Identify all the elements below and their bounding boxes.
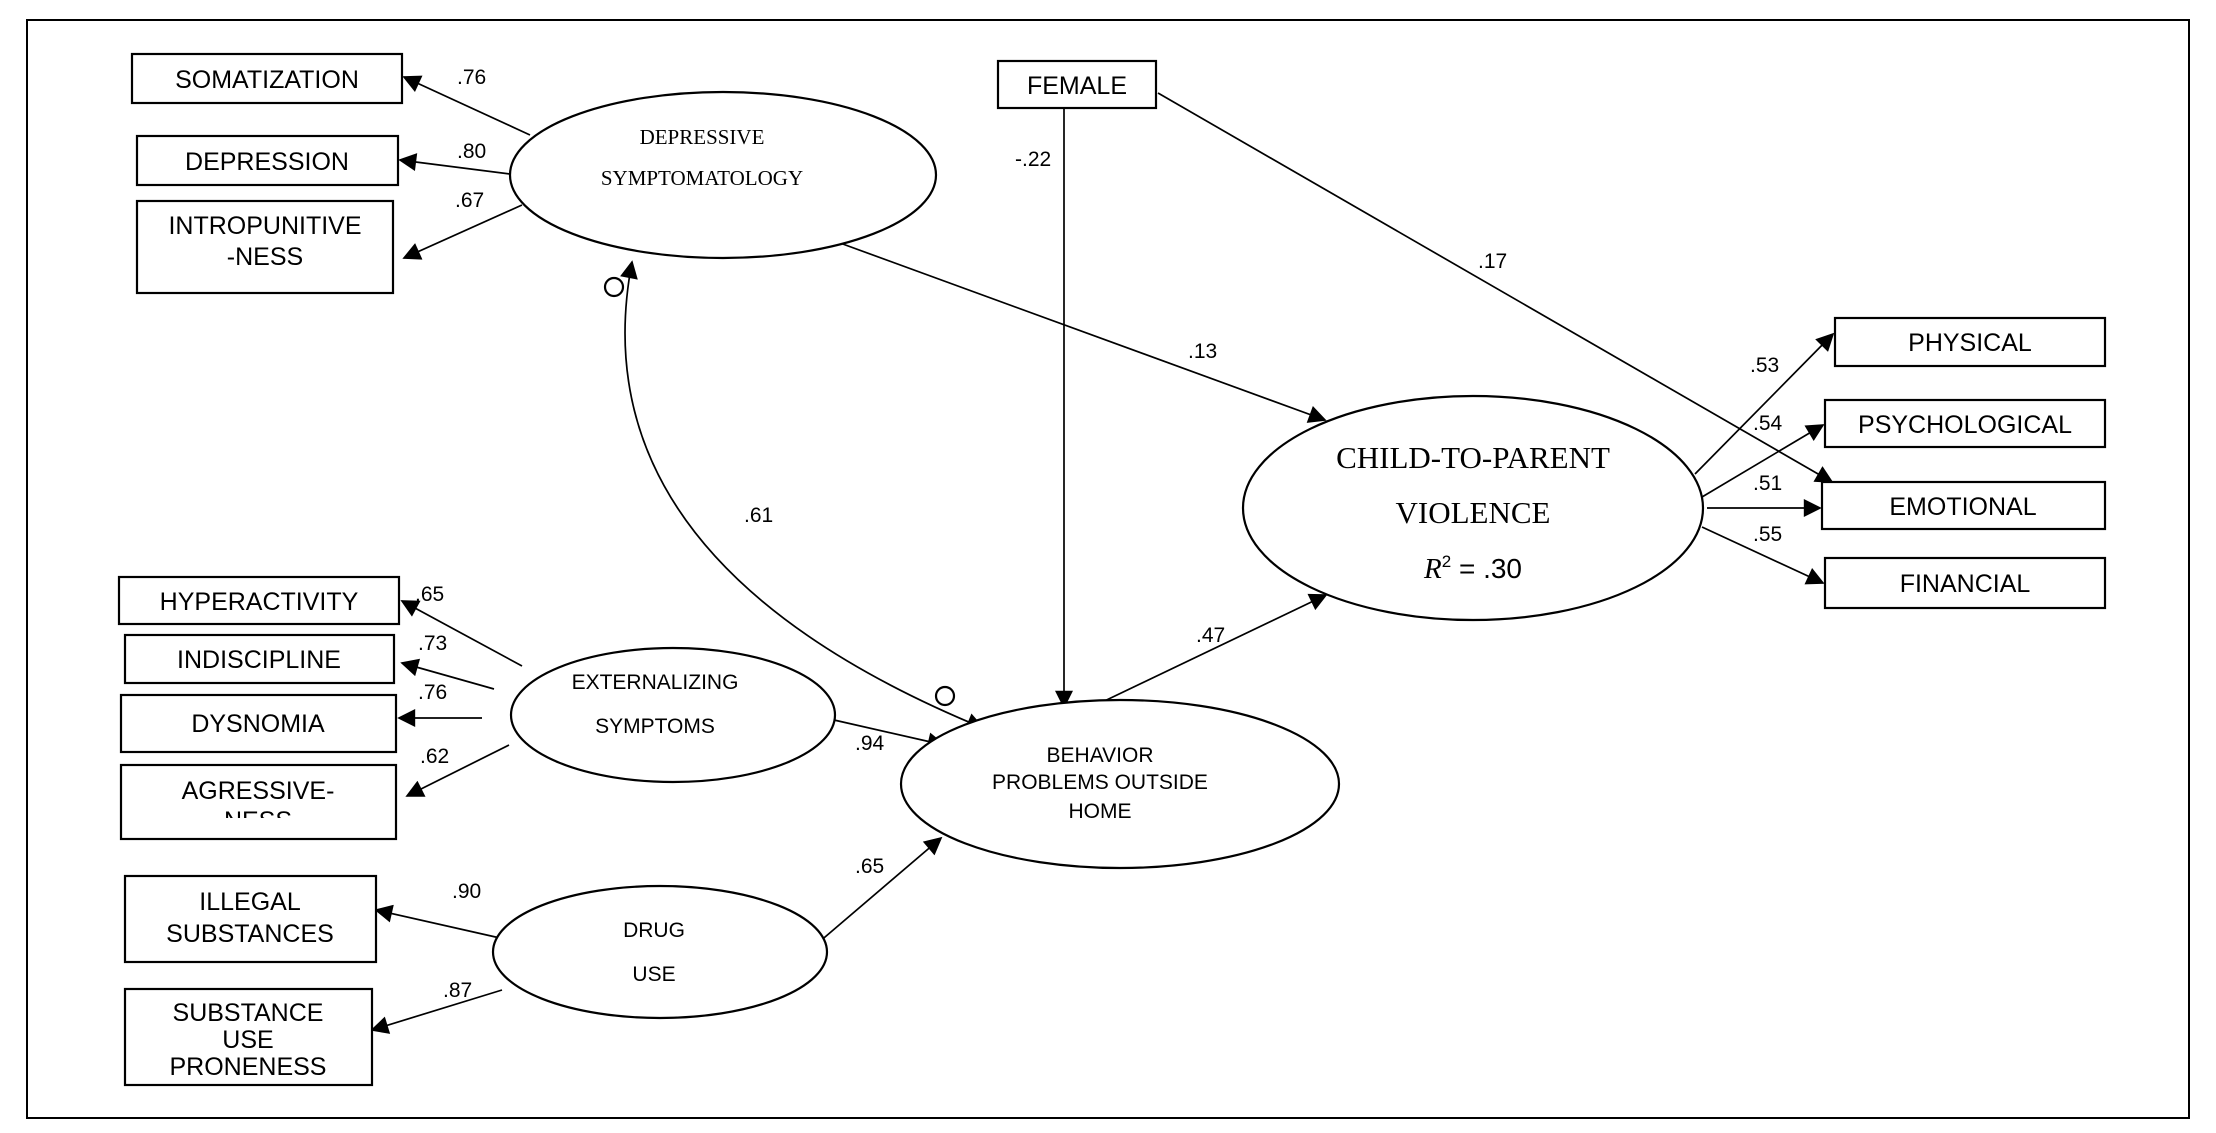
label-dysnomia: DYSNOMIA: [191, 710, 325, 738]
label-behavior-line3: HOME: [1069, 800, 1132, 823]
covariance-marker-bottom: [934, 685, 956, 707]
node-hyperactivity: HYPERACTIVITY: [117, 575, 401, 626]
node-female: FEMALE: [996, 59, 1158, 110]
label-depressive-line2: SYMPTOMATOLOGY: [601, 166, 803, 190]
path-covariance-depressive-behavior: [620, 260, 985, 731]
path-cpv-financial: [1701, 526, 1825, 585]
label-behavior-line1: BEHAVIOR: [1047, 744, 1154, 767]
coef-dysnomia: .76: [418, 681, 447, 704]
paths: [370, 75, 1835, 1034]
label-hyperactivity: HYPERACTIVITY: [160, 588, 359, 616]
label-depressive-line1: DEPRESSIVE: [640, 125, 765, 149]
path-depressive-depression: [398, 153, 511, 175]
coef-intropunitive: .67: [455, 189, 484, 212]
path-depressive-somatization: [402, 75, 531, 136]
label-proneness-line3: PRONENESS: [170, 1053, 327, 1081]
label-proneness-line1: SUBSTANCE: [173, 999, 324, 1027]
label-intropunitive-line1: INTROPUNITIVE: [168, 212, 361, 240]
node-externalizing-symptoms: EXTERNALIZING SYMPTOMS: [509, 646, 837, 784]
label-somatization: SOMATIZATION: [175, 66, 359, 94]
r-squared-label: R2 = .30: [1423, 552, 1522, 585]
label-emotional: EMOTIONAL: [1889, 493, 2036, 521]
label-cpv-line1: CHILD-TO-PARENT: [1336, 440, 1610, 475]
coef-somatization: .76: [457, 66, 486, 89]
path-female-emotional: [1157, 92, 1834, 483]
node-financial: FINANCIAL: [1823, 556, 2107, 610]
node-psychological: PSYCHOLOGICAL: [1823, 398, 2107, 449]
label-depression: DEPRESSION: [185, 148, 349, 176]
node-emotional: EMOTIONAL: [1820, 480, 2107, 531]
path-depressive-intropunitive: [402, 204, 523, 260]
label-drug-line1: DRUG: [623, 919, 685, 942]
coef-female-cpv: .17: [1478, 250, 1507, 273]
path-drug-illegal: [374, 904, 501, 939]
label-agressive-line1: AGRESSIVE-: [182, 777, 335, 805]
node-illegal-substances: ILLEGAL SUBSTANCES: [123, 874, 378, 964]
label-proneness-line2: USE: [222, 1026, 273, 1054]
coef-financial: .55: [1753, 523, 1782, 546]
node-dysnomia: DYSNOMIA: [119, 693, 398, 754]
observed-variables: SOMATIZATION DEPRESSION INTROPUNITIVE -N…: [117, 52, 2107, 1087]
coef-behavior-cpv: .47: [1196, 624, 1225, 647]
label-externalizing-line2: SYMPTOMS: [595, 715, 715, 738]
label-drug-line2: USE: [632, 963, 675, 986]
label-behavior-line2: PROBLEMS OUTSIDE: [992, 771, 1208, 794]
label-psychological: PSYCHOLOGICAL: [1858, 411, 2072, 439]
label-cpv-line2: VIOLENCE: [1396, 495, 1551, 530]
label-illegal-line1: ILLEGAL: [199, 888, 301, 916]
label-female: FEMALE: [1027, 72, 1127, 100]
node-drug-use: DRUG USE: [491, 884, 829, 1020]
figure-frame: [26, 19, 2190, 1119]
path-behavior-cpv: [1093, 593, 1328, 707]
agressive-cutoff-mask: [123, 818, 394, 834]
node-physical: PHYSICAL: [1833, 316, 2107, 368]
node-depression: DEPRESSION: [135, 134, 400, 187]
coef-emotional: .51: [1753, 472, 1782, 495]
label-physical: PHYSICAL: [1908, 329, 2032, 357]
path-externalizing-agressive: [405, 744, 510, 797]
coef-agressive: .62: [420, 745, 449, 768]
coef-illegal: .90: [452, 880, 481, 903]
path-cpv-physical: [1694, 332, 1835, 475]
label-financial: FINANCIAL: [1900, 570, 2031, 598]
coef-drug-behavior: .65: [855, 855, 884, 878]
label-externalizing-line1: EXTERNALIZING: [572, 671, 739, 694]
path-externalizing-indiscipline: [400, 658, 495, 690]
covariance-marker-top: [603, 276, 625, 298]
coef-externalizing-behavior: .94: [855, 732, 885, 755]
coef-physical: .53: [1750, 354, 1779, 377]
path-coefficients: .76 .80 .67 -.22 .17 .13 .61 .65 .73 .76…: [415, 66, 1783, 1002]
label-indiscipline: INDISCIPLINE: [177, 646, 341, 674]
path-cpv-psychological: [1701, 424, 1825, 498]
node-indiscipline: INDISCIPLINE: [123, 633, 396, 685]
coef-proneness: .87: [443, 979, 472, 1002]
coef-depressive-behavior-covariance: .61: [744, 504, 773, 527]
coef-hyperactivity: .65: [415, 583, 444, 606]
coef-psychological: .54: [1753, 412, 1783, 435]
node-depressive-symptomatology: DEPRESSIVE SYMPTOMATOLOGY: [508, 90, 938, 260]
node-substance-use-proneness: SUBSTANCE USE PRONENESS: [123, 987, 374, 1087]
path-drug-proneness: [370, 989, 503, 1034]
node-behavior-problems-outside-home: BEHAVIOR PROBLEMS OUTSIDE HOME: [899, 698, 1341, 870]
node-intropunitiveness: INTROPUNITIVE -NESS: [135, 199, 395, 295]
node-agressiveness: AGRESSIVE- NESS: [119, 763, 398, 841]
coef-indiscipline: .73: [418, 632, 447, 655]
node-somatization: SOMATIZATION: [130, 52, 404, 105]
path-externalizing-hyperactivity: [400, 600, 523, 667]
path-externalizing-behavior: [833, 719, 946, 751]
latent-variables: DEPRESSIVE SYMPTOMATOLOGY EXTERNALIZING …: [491, 90, 1705, 1020]
coef-depression: .80: [457, 140, 486, 163]
node-child-to-parent-violence: CHILD-TO-PARENT VIOLENCE R2 = .30: [1241, 394, 1705, 622]
path-depressive-cpv: [839, 242, 1327, 423]
coef-depressive-cpv: .13: [1188, 340, 1217, 363]
label-illegal-line2: SUBSTANCES: [166, 920, 334, 948]
coef-female-behavior: -.22: [1015, 148, 1051, 171]
label-intropunitive-line2: -NESS: [227, 243, 303, 271]
path-drug-behavior: [817, 836, 943, 944]
